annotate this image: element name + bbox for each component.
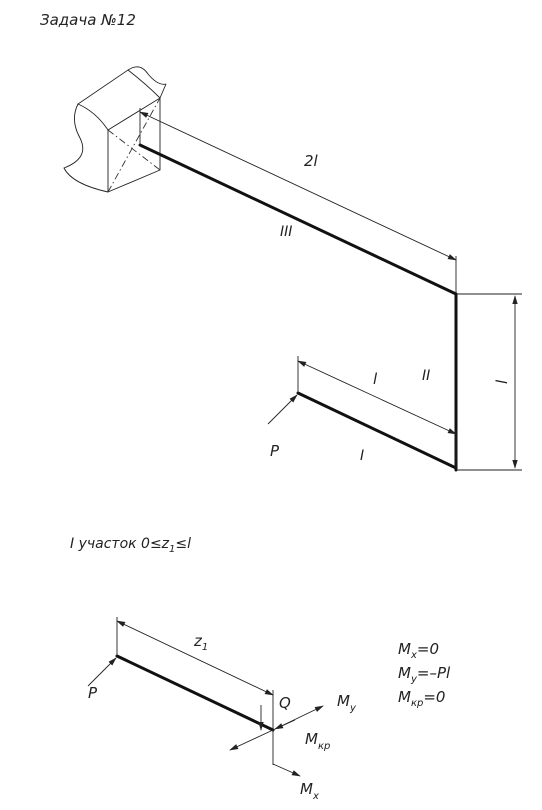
dimension-l-lower	[297, 356, 457, 468]
load-arrow-bottom	[87, 657, 117, 687]
dimension-l-right	[456, 293, 522, 471]
segment-z1	[115, 654, 275, 732]
load-arrow-top	[267, 394, 298, 425]
dimension-2l-label: 2l	[304, 152, 319, 170]
result-my: My=–Pl	[398, 664, 451, 685]
member-III	[138, 143, 458, 296]
result-mx: Mx=0	[398, 640, 439, 661]
mkr-vector-left	[229, 729, 274, 751]
section-III-label: III	[280, 224, 292, 240]
member-I	[296, 391, 458, 470]
mkr-vector-in	[274, 719, 296, 730]
mx-label: Mx	[300, 780, 319, 802]
dimension-l-right-label: l	[493, 379, 511, 384]
wall-support	[63, 66, 167, 193]
dimension-z1	[116, 617, 274, 730]
dimension-l-lower-label: l	[373, 370, 378, 388]
section-II-label: II	[422, 368, 430, 384]
result-mkr: Mкр=0	[398, 688, 445, 709]
section-heading: I участок 0≤z1≤l	[70, 536, 191, 555]
my-label: My	[337, 692, 357, 714]
problem-title: Задача №12	[40, 11, 136, 29]
load-label-bottom: P	[88, 684, 98, 702]
load-label-top: P	[270, 442, 280, 460]
results-block: Mx=0 My=–Pl Mкр=0	[398, 640, 451, 709]
shear-label: Q	[279, 694, 291, 712]
mx-vector	[272, 763, 301, 777]
section-I-label: I	[360, 448, 364, 464]
dimension-z1-label: z1	[193, 632, 208, 653]
mkr-label: Mкр	[305, 730, 330, 752]
dimension-2l	[139, 108, 457, 294]
